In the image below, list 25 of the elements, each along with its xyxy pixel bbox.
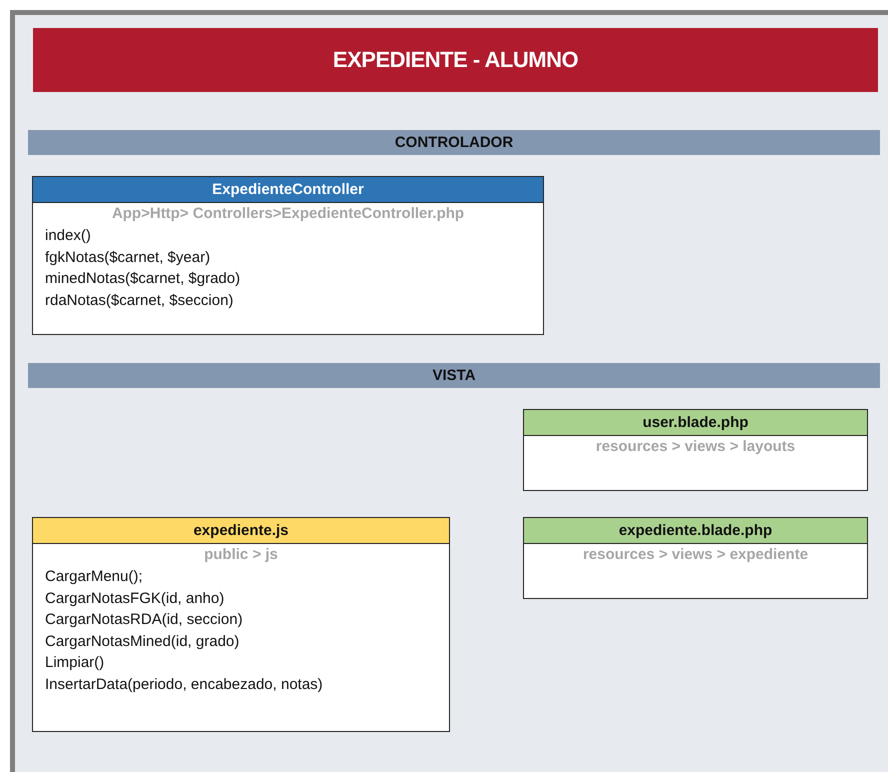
class-name-header: expediente.js xyxy=(33,518,449,544)
file-path: resources > views > expediente xyxy=(582,545,810,565)
section-band: CONTROLADOR xyxy=(28,130,880,155)
file-path: public > js xyxy=(203,545,279,565)
class-box xyxy=(32,176,544,335)
method-signature: CargarNotasMined(id, grado) xyxy=(44,632,240,652)
method-signature: CargarNotasRDA(id, seccion) xyxy=(44,610,244,630)
section-band: VISTA xyxy=(28,363,880,388)
class-box xyxy=(32,517,450,732)
title-banner: EXPEDIENTE - ALUMNO xyxy=(33,28,878,92)
file-path: resources > views > layouts xyxy=(594,437,796,457)
method-signature: Limpiar() xyxy=(44,653,106,673)
method-signature: rdaNotas($carnet, $seccion) xyxy=(44,290,234,310)
class-name-header: expediente.blade.php xyxy=(524,518,867,544)
class-name-header: user.blade.php xyxy=(524,410,867,436)
method-signature: minedNotas($carnet, $grado) xyxy=(44,269,242,289)
file-path: App>Http> Controllers>ExpedienteController.php xyxy=(110,204,466,224)
method-signature: fgkNotas($carnet, $year) xyxy=(44,248,212,268)
method-signature: index() xyxy=(44,226,92,246)
method-signature: CargarNotasFGK(id, anho) xyxy=(44,588,226,608)
class-box xyxy=(523,409,868,491)
method-signature: InsertarData(periodo, encabezado, notas) xyxy=(44,674,324,694)
method-signature: CargarMenu(); xyxy=(44,567,144,587)
class-name-header: ExpedienteController xyxy=(33,177,543,203)
class-box xyxy=(523,517,868,599)
